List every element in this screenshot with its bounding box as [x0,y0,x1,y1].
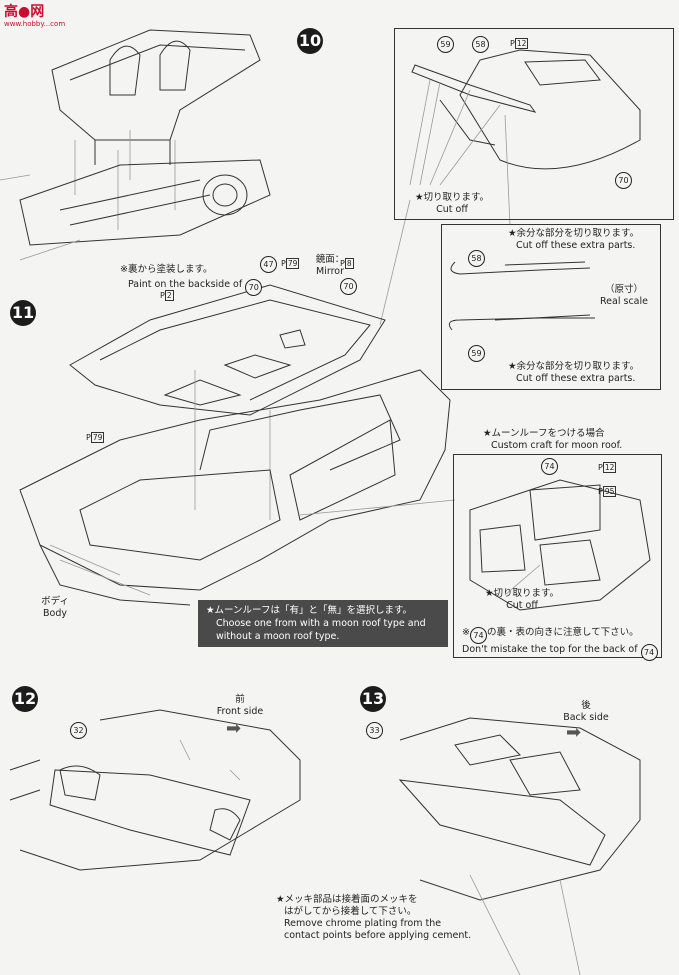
part-number-59-inset: 59 [468,345,485,362]
backside-paint-note: ※裏から塗装します。 Paint on the backside of 70 [120,264,263,296]
part-number-58: 58 [472,36,489,53]
extra-parts-note-top: ★余分な部分を切り取ります。Cut off these extra parts. [508,228,640,251]
real-scale-frame [441,224,661,390]
part-number-70: 70 [615,172,632,189]
moon-roof-frame [453,454,662,658]
moon-roof-inset-drawing [469,479,651,611]
step-12-badge: 12 [12,686,38,712]
cutoff-note: ★切り取ります。Cut off [414,192,490,215]
front-arrow-icon: ➡ [226,718,242,739]
part-number-32: 32 [70,722,87,739]
rear-panel-back-drawing [398,717,641,975]
real-scale-label: （原寸）Real scale [600,284,648,307]
back-arrow-icon: ➡ [566,722,582,743]
step-11-badge: 11 [10,300,36,326]
moon-roof-choice-notice: ★ムーンルーフは「有」と「無」を選択します。 Choose one from w… [198,600,448,647]
part-number-47: 47 [260,256,277,273]
moon-cutoff-note: ★切り取ります。Cut off [484,588,560,611]
interior-tub-drawing [51,29,261,230]
rear-panel-front-drawing [9,709,301,871]
part-number-59: 59 [437,36,454,53]
part-number-33: 33 [366,722,383,739]
real-scale-parts-drawing [448,261,595,331]
extra-parts-note-bottom: ★余分な部分を切り取ります。Cut off these extra parts. [508,361,640,384]
chassis-drawing [0,159,271,261]
step-13-badge: 13 [360,686,386,712]
car-body-drawing [19,369,456,606]
part-number-74: 74 [541,458,558,475]
roof-panel-drawing [379,49,641,326]
step-10-frame [394,28,674,220]
windshield-drawing [69,284,386,520]
chrome-plating-note: ★メッキ部品は接着面のメッキを はがしてから接着して下さい。 Remove ch… [276,894,472,941]
part-number-58-inset: 58 [468,250,485,267]
mirror-note: 鏡面： Mirror [315,254,345,277]
part-number-70-windshield: 70 [340,278,357,295]
step-10-badge: 10 [297,28,323,54]
site-logo: 高●网 www.hobby...com [4,4,66,28]
